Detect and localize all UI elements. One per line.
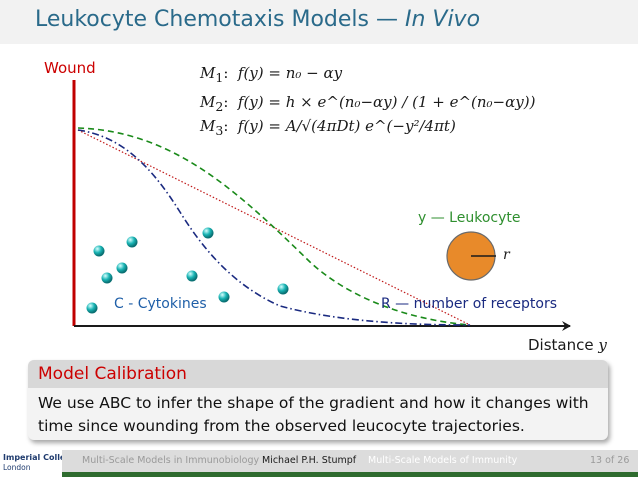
radius-label: r [503, 247, 511, 263]
m3-label: M [200, 117, 216, 135]
slide-footer: Imperial College London Multi-Scale Mode… [0, 446, 638, 479]
cytokine-particle [116, 262, 128, 274]
distance-var: y [597, 336, 607, 354]
cytokine-particle [277, 283, 289, 295]
m2-formula: f(y) = h × e^(n₀−αy) / (1 + e^(n₀−αy)) [237, 93, 536, 111]
footer-talk: Multi-Scale Models of Immunity [368, 455, 518, 466]
chemotaxis-figure: Wound y — Leukocyte r C - Cytokines R — … [0, 44, 638, 359]
receptors-label: R — number of receptors [381, 296, 557, 312]
model-m2: M2: f(y) = h × e^(n₀−αy) / (1 + e^(n₀−αy… [200, 93, 536, 114]
m1-formula: f(y) = n₀ − αy [237, 64, 343, 82]
model-calibration-block: Model Calibration We use ABC to infer th… [28, 360, 608, 440]
m1-linear-curve [77, 129, 471, 326]
cytokine-particles [86, 227, 289, 314]
wound-label: Wound [44, 59, 96, 77]
m1-label: M [200, 64, 216, 82]
m2-subscript: 2 [215, 99, 224, 114]
m3-formula: f(y) = A/√(4πDt) e^(−y²/4πt) [237, 117, 456, 135]
cytokine-particle [101, 272, 113, 284]
cytokines-label: C - Cytokines [114, 296, 207, 312]
cytokine-particle [202, 227, 214, 239]
slide-title-italic: In Vivo [404, 7, 481, 32]
model-m3: M3: f(y) = A/√(4πDt) e^(−y²/4πt) [200, 117, 456, 138]
slide-header: Leukocyte Chemotaxis Models — In Vivo [0, 0, 638, 44]
m3-subscript: 3 [215, 123, 224, 138]
block-body: We use ABC to infer the shape of the gra… [38, 394, 589, 435]
model-m1: M1: f(y) = n₀ − αy [200, 64, 343, 85]
m1-subscript: 1 [215, 70, 224, 85]
slide-title: Leukocyte Chemotaxis Models — In Vivo [35, 7, 480, 32]
footer-course: Multi-Scale Models in Immunobiology [82, 455, 260, 466]
m2-label: M [200, 93, 216, 111]
m3-gaussian-curve [77, 129, 471, 326]
cytokine-particle [218, 291, 230, 303]
leukocyte-label: y — Leukocyte [418, 210, 520, 226]
cytokine-particle [186, 270, 198, 282]
imperial-logo: Imperial College [3, 453, 77, 462]
footer-author: Michael P.H. Stumpf [262, 455, 357, 466]
footer-page: 13 of 26 [590, 455, 630, 466]
cytokine-particle [93, 245, 105, 257]
footer-green-line [62, 472, 638, 477]
figure-canvas: Wound y — Leukocyte r C - Cytokines R — … [44, 59, 607, 354]
cytokine-particle [126, 236, 138, 248]
distance-label-text: Distance [528, 336, 598, 354]
slide-title-text: Leukocyte Chemotaxis Models — [35, 7, 405, 32]
footer-bar [62, 450, 638, 472]
cytokine-particle [86, 302, 98, 314]
block-title: Model Calibration [28, 360, 608, 388]
distance-label: Distance y [528, 336, 607, 354]
imperial-logo-sub: London [3, 463, 31, 472]
